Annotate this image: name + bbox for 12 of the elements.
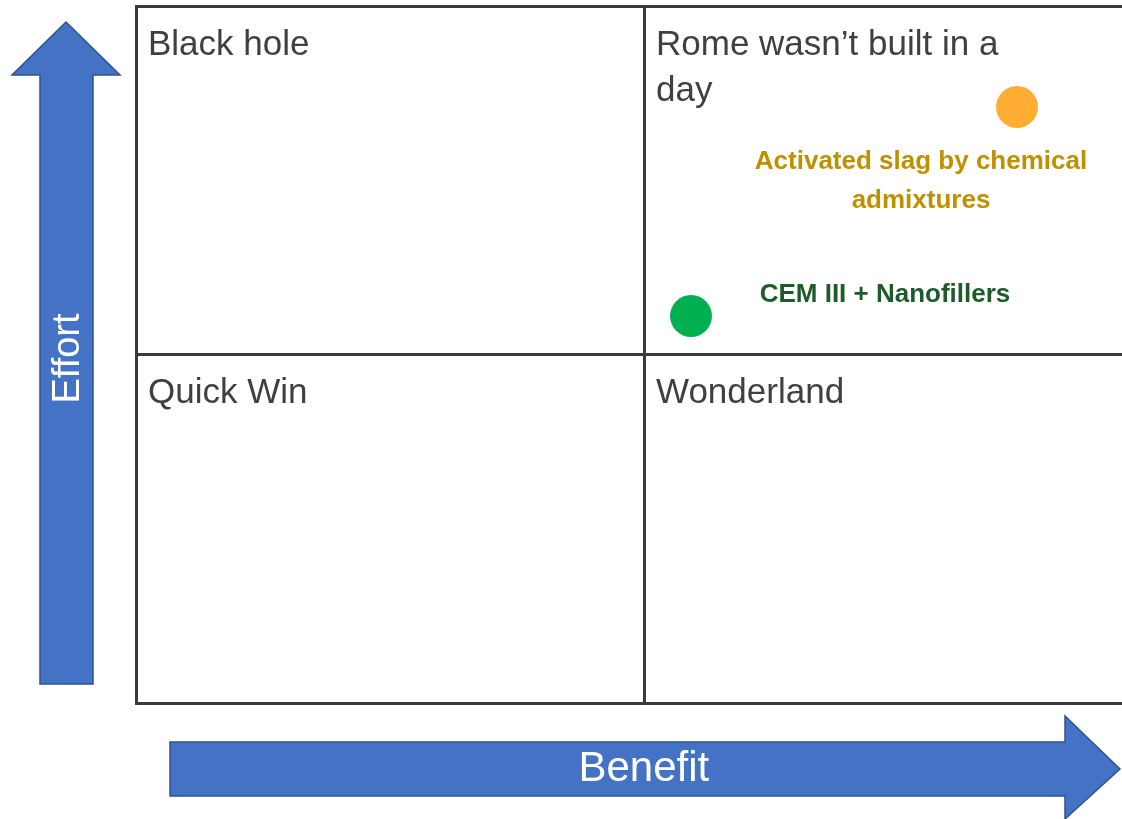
axis-label: Effort bbox=[44, 312, 88, 404]
quadrant-title: Black hole bbox=[148, 22, 310, 64]
data-point bbox=[996, 86, 1038, 128]
point-label: Activated slag by chemical admixtures bbox=[753, 144, 1089, 216]
quadrant-title: Rome wasn’t built in a day bbox=[656, 22, 1000, 110]
quadrant-cell bbox=[135, 353, 646, 705]
quadrant-cell bbox=[135, 5, 646, 356]
axis-label: Benefit bbox=[578, 743, 710, 791]
point-label: CEM III + Nanofillers bbox=[758, 277, 1012, 310]
quadrant-title: Quick Win bbox=[148, 370, 308, 412]
data-point bbox=[670, 295, 712, 337]
quadrant-title: Wonderland bbox=[656, 370, 845, 412]
